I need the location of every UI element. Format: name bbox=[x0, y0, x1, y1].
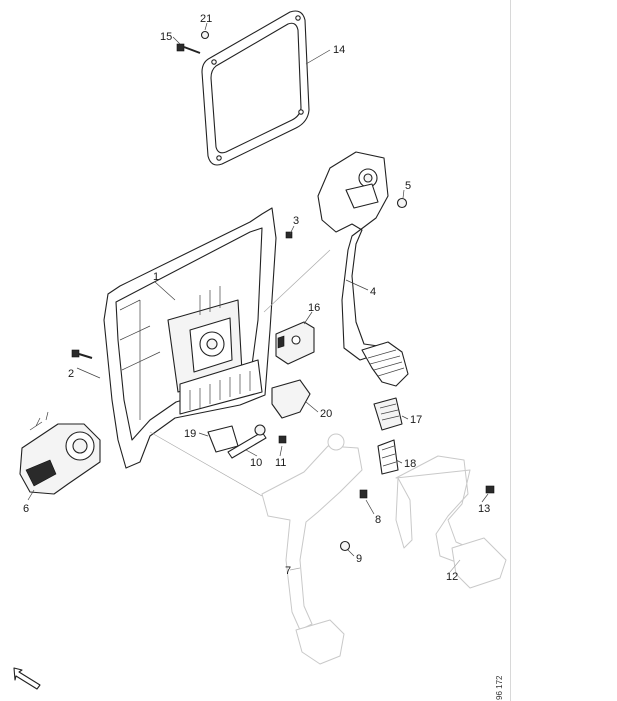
nut-21-part bbox=[200, 30, 210, 40]
callout-18: 18 bbox=[404, 458, 416, 470]
bolt-13-part bbox=[485, 485, 495, 494]
callout-19: 19 bbox=[184, 428, 196, 440]
callout-12: 12 bbox=[446, 571, 458, 583]
nut-9-part bbox=[339, 540, 351, 552]
callout-9: 9 bbox=[356, 553, 362, 565]
callout-8: 8 bbox=[375, 514, 381, 526]
clip-19-part bbox=[207, 425, 239, 453]
screw-15-part bbox=[176, 43, 201, 54]
bracket-20-part bbox=[271, 379, 311, 419]
cover-plate-part bbox=[201, 10, 310, 166]
callout-14: 14 bbox=[333, 44, 345, 56]
callout-1: 1 bbox=[153, 271, 159, 283]
callout-2: 2 bbox=[68, 368, 74, 380]
callout-13: 13 bbox=[478, 503, 490, 515]
callout-4: 4 bbox=[370, 286, 376, 298]
callout-15: 15 bbox=[160, 31, 172, 43]
bolt-8-part bbox=[359, 489, 368, 499]
callout-21: 21 bbox=[200, 13, 212, 25]
module-6-part bbox=[19, 411, 101, 495]
brake-pedal-part bbox=[317, 151, 409, 387]
bolt-11-part bbox=[278, 435, 287, 444]
pad-17-part bbox=[373, 397, 403, 431]
pedal-box-bracket-part bbox=[103, 207, 277, 469]
switch-16-part bbox=[275, 321, 315, 365]
callout-17: 17 bbox=[410, 414, 422, 426]
callout-6: 6 bbox=[23, 503, 29, 515]
spring-18-part bbox=[377, 439, 399, 475]
nut-5-part bbox=[396, 197, 408, 209]
arrow-forward-icon bbox=[13, 667, 41, 690]
callout-11: 11 bbox=[275, 457, 286, 469]
callout-10: 10 bbox=[250, 457, 262, 469]
callout-7: 7 bbox=[285, 565, 291, 577]
accelerator-pedal-ghost-part bbox=[395, 455, 507, 589]
leader-lines bbox=[27, 22, 489, 573]
callout-5: 5 bbox=[405, 180, 411, 192]
callouts: 1 2 3 4 5 6 7 8 9 10 11 12 13 14 15 16 1… bbox=[23, 13, 490, 583]
pin-10-part bbox=[227, 424, 267, 459]
callout-20: 20 bbox=[320, 408, 332, 420]
callout-16: 16 bbox=[308, 302, 320, 314]
reference-code: 96 172 bbox=[495, 675, 504, 700]
bolt-2-part bbox=[71, 349, 93, 359]
bolt-3-part bbox=[285, 231, 293, 239]
clutch-pedal-ghost-part bbox=[261, 433, 363, 665]
callout-3: 3 bbox=[293, 215, 299, 227]
margin-divider bbox=[510, 0, 511, 701]
